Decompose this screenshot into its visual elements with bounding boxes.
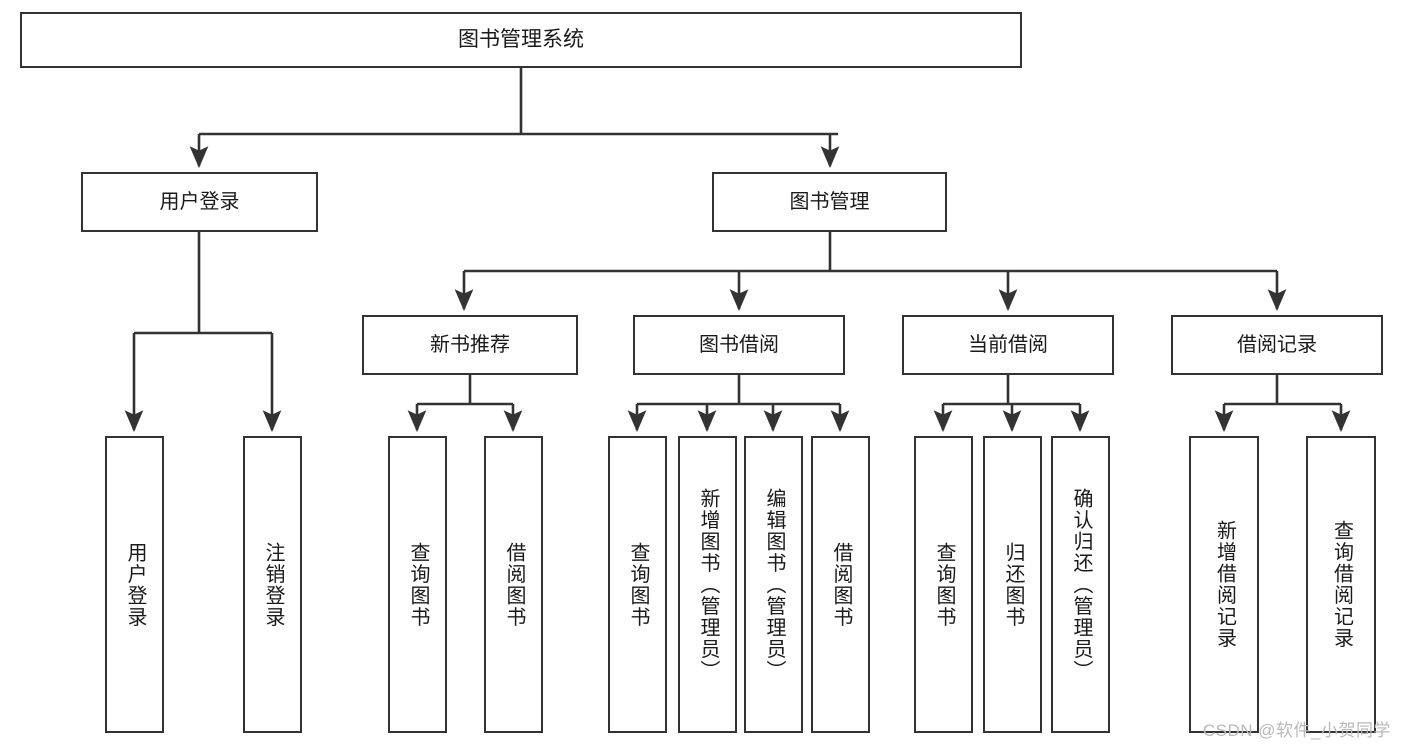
leaf-borrow-book-recommend[interactable]: 借阅图书 [484,436,543,733]
node-label: 查询图书 [627,541,649,628]
node-label: 图书借阅 [699,333,779,356]
node-label: 新书推荐 [430,333,510,356]
node-label: 当前借阅 [968,333,1048,356]
node-label: 查询图书 [933,541,955,628]
node-borrow-record[interactable]: 借阅记录 [1171,315,1383,375]
node-new-book-recommend[interactable]: 新书推荐 [362,315,578,375]
leaf-add-book-admin[interactable]: 新增图书（管理员） [678,436,737,733]
node-root-book-management-system[interactable]: 图书管理系统 [20,12,1022,68]
watermark-text: CSDN @软件_小贺同学 [1202,721,1391,740]
node-label: 用户登录 [124,541,146,628]
node-label: 确认归还（管理员） [1070,487,1092,682]
leaf-query-book-borrow[interactable]: 查询图书 [608,436,667,733]
node-label: 新增图书（管理员） [697,487,719,682]
leaf-query-book-recommend[interactable]: 查询图书 [388,436,447,733]
leaf-edit-book-admin[interactable]: 编辑图书（管理员） [744,436,803,733]
node-label: 新增借阅记录 [1213,520,1236,649]
node-user-login[interactable]: 用户登录 [81,172,318,232]
node-label: 注销登录 [262,541,284,628]
node-label: 借阅图书 [503,541,525,628]
node-book-manage[interactable]: 图书管理 [712,172,947,232]
node-label: 查询图书 [407,541,429,628]
node-label: 查询借阅记录 [1330,520,1353,649]
node-label: 图书管理 [789,190,870,213]
leaf-confirm-return-admin[interactable]: 确认归还（管理员） [1051,436,1110,733]
node-current-borrow[interactable]: 当前借阅 [902,315,1114,375]
node-label: 图书管理系统 [458,28,584,52]
node-label: 归还图书 [1002,541,1024,628]
leaf-return-book[interactable]: 归还图书 [983,436,1042,733]
node-label: 借阅图书 [830,541,852,628]
leaf-add-borrow-record[interactable]: 新增借阅记录 [1189,436,1259,733]
node-label: 用户登录 [159,190,240,213]
leaf-borrow-book[interactable]: 借阅图书 [811,436,870,733]
leaf-logout[interactable]: 注销登录 [243,436,302,733]
node-book-borrow[interactable]: 图书借阅 [633,315,845,375]
leaf-user-login[interactable]: 用户登录 [105,436,164,733]
node-label: 借阅记录 [1237,333,1317,356]
leaf-query-book-current[interactable]: 查询图书 [914,436,973,733]
node-label: 编辑图书（管理员） [763,487,785,682]
leaf-query-borrow-record[interactable]: 查询借阅记录 [1306,436,1376,733]
